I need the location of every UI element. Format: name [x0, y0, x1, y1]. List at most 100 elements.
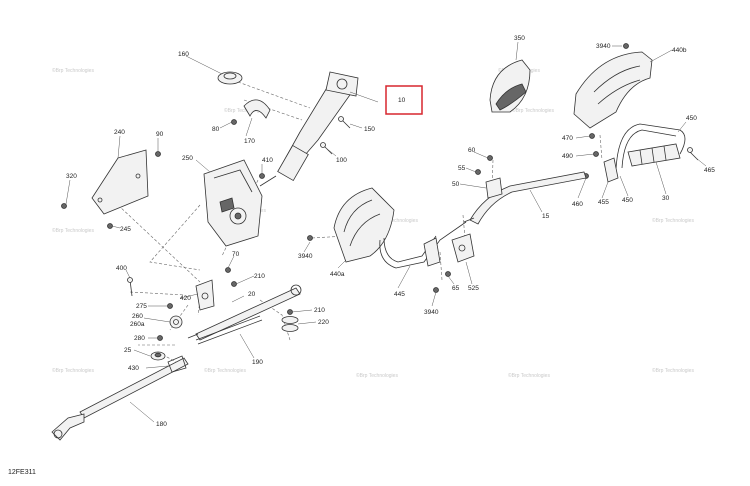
label-455: 455	[598, 199, 609, 206]
label-440a: 440a	[330, 271, 345, 278]
label-170: 170	[244, 138, 255, 145]
watermark: ©Brp Technologies	[512, 107, 554, 114]
label-50: 50	[452, 181, 460, 188]
watermark: ©Brp Technologies	[376, 217, 418, 224]
label-60: 60	[468, 147, 476, 154]
label-320: 320	[66, 173, 77, 180]
screw-3940b	[307, 235, 313, 241]
cover-350	[489, 59, 531, 113]
steering-column-10	[259, 71, 359, 187]
cover-440a	[333, 187, 395, 263]
bolt-245	[107, 223, 113, 229]
label-420: 420	[180, 295, 191, 302]
label-70: 70	[232, 251, 240, 258]
lever-445	[379, 221, 467, 269]
label-160: 160	[178, 51, 189, 58]
watermark: ©Brp Technologies	[652, 367, 694, 374]
label-280: 280	[134, 335, 145, 342]
pitman-arm-420	[195, 279, 215, 311]
bolt-60	[487, 155, 493, 161]
watermark: ©Brp Technologies	[52, 227, 94, 234]
nut-70	[225, 267, 231, 273]
bolt-55	[475, 169, 481, 175]
bolt-400	[127, 277, 133, 297]
label-25: 25	[124, 347, 132, 354]
label-460: 460	[572, 201, 583, 208]
clamp-170	[243, 99, 271, 119]
label-260: 260	[132, 313, 143, 320]
label-440b: 440b	[672, 47, 687, 54]
screw-490	[593, 151, 599, 157]
label-20: 20	[248, 291, 256, 298]
bolt-410	[259, 173, 265, 179]
label-450a: 450	[686, 115, 697, 122]
label-30: 30	[662, 195, 670, 202]
label-210b: 210	[314, 307, 325, 314]
label-3940c: 3940	[424, 309, 439, 316]
bracket-240	[91, 149, 149, 215]
watermark: ©Brp Technologies	[52, 367, 94, 374]
label-275: 275	[136, 303, 147, 310]
label-220: 220	[318, 319, 329, 326]
bracket-525	[451, 233, 475, 263]
bolt-100	[320, 142, 333, 155]
washers-220	[281, 316, 299, 332]
watermark: ©Brp Technologies	[652, 217, 694, 224]
power-steering-unit-250	[203, 159, 263, 247]
label-400: 400	[116, 265, 127, 272]
label-450b: 450	[622, 197, 633, 204]
boot-260	[169, 315, 183, 329]
label-430: 430	[128, 365, 139, 372]
seal-160	[217, 71, 243, 85]
bolt-90	[155, 151, 161, 157]
label-55: 55	[458, 165, 466, 172]
label-150: 150	[364, 126, 375, 133]
nut-280	[157, 335, 163, 341]
label-80: 80	[212, 126, 220, 133]
label-190: 190	[252, 359, 263, 366]
bolt-210b	[287, 309, 293, 315]
bolt-320	[61, 203, 67, 209]
label-470: 470	[562, 135, 573, 142]
bolt-275	[167, 303, 173, 309]
assembly-lines	[117, 81, 603, 363]
label-100: 100	[336, 157, 347, 164]
watermark: ©Brp Technologies	[356, 372, 398, 379]
label-350: 350	[514, 35, 525, 42]
label-65: 65	[452, 285, 460, 292]
label-260a: 260a	[130, 321, 145, 328]
label-3940b: 3940	[298, 253, 313, 260]
label-490: 490	[562, 153, 573, 160]
label-245: 245	[120, 226, 131, 233]
bolt-150	[338, 116, 351, 129]
bolt-80	[231, 119, 237, 125]
handlebar-cover-440b	[573, 51, 653, 129]
label-445: 445	[394, 291, 405, 298]
bolt-65	[445, 271, 451, 277]
screw-3940a	[623, 43, 629, 49]
label-210: 210	[254, 273, 265, 280]
leader-lines	[65, 41, 707, 423]
label-15: 15	[542, 213, 550, 220]
highlight-box	[385, 85, 423, 115]
bolt-210a	[231, 281, 237, 287]
label-465: 465	[704, 167, 715, 174]
end-455	[603, 157, 619, 183]
grip-30	[627, 143, 681, 167]
tie-rod-190	[195, 315, 263, 345]
label-90: 90	[156, 131, 164, 138]
label-525: 525	[468, 285, 479, 292]
handle-450	[615, 123, 686, 171]
tie-rod-180	[51, 355, 189, 441]
watermark: ©Brp Technologies	[224, 107, 266, 114]
label-250: 250	[182, 155, 193, 162]
watermark: ©Brp Technologies	[508, 372, 550, 379]
tie-rod-20	[187, 284, 302, 341]
clamp-50	[485, 177, 503, 199]
screw-470	[589, 133, 595, 139]
watermark: ©Brp Technologies	[204, 367, 246, 374]
label-10: 10	[398, 97, 406, 104]
label-240: 240	[114, 129, 125, 136]
label-410: 410	[262, 157, 273, 164]
